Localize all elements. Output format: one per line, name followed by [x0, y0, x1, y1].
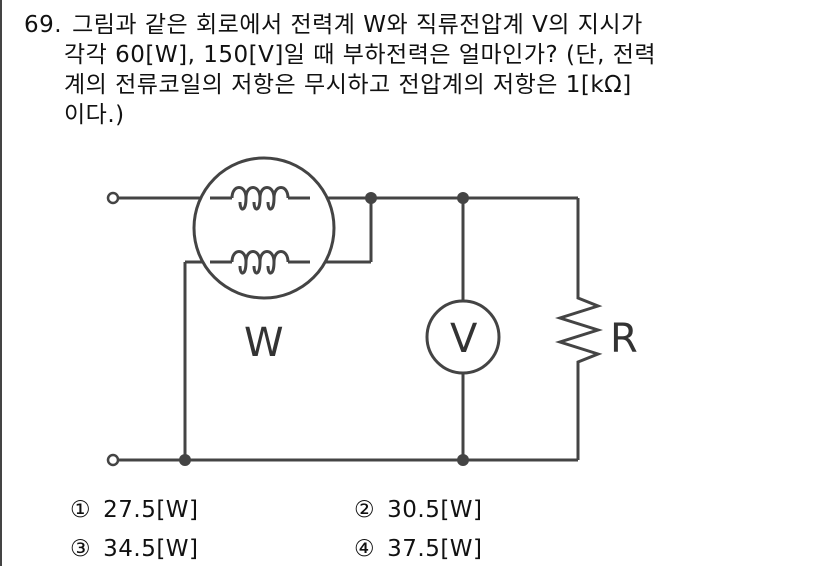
junction-dot: [179, 454, 191, 466]
question-line-3: 계의 전류코일의 저항은 무시하고 전압계의 저항은 1[kΩ]: [64, 72, 632, 98]
junction-dot: [457, 192, 469, 204]
wattmeter-circle: [192, 156, 336, 300]
page-border: [0, 0, 2, 566]
voltage-coil: [230, 250, 290, 275]
question-number: 69.: [24, 12, 63, 38]
input-terminal-top: [106, 191, 120, 205]
question-line-1: 69.그림과 같은 회로에서 전력계 W와 직류전압계 V의 지시가: [24, 12, 643, 38]
question-text: 69.그림과 같은 회로에서 전력계 W와 직류전압계 V의 지시가 각각 60…: [24, 10, 814, 130]
wattmeter-label: W: [244, 320, 284, 366]
voltmeter-circle: [425, 299, 501, 375]
voltmeter-label: V: [450, 316, 478, 362]
question-line-4: 이다.): [64, 102, 125, 128]
junction-dot: [457, 454, 469, 466]
resistor-r: [555, 292, 603, 368]
input-terminal-bottom: [106, 453, 120, 467]
junction-dot: [365, 192, 377, 204]
current-coil: [230, 186, 290, 211]
question-line-2: 각각 60[W], 150[V]일 때 부하전력은 얼마인가? (단, 전력: [64, 42, 657, 68]
resistor-label: R: [610, 316, 638, 362]
